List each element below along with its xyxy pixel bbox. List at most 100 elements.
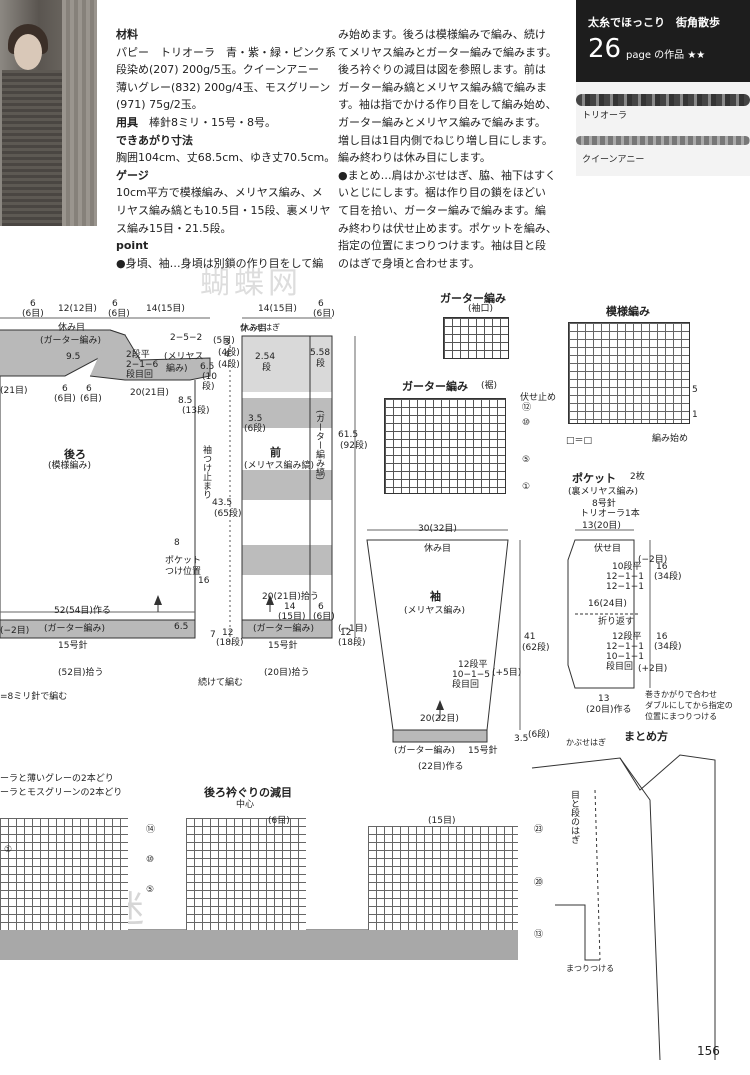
dim-label: (5目)	[213, 336, 235, 346]
dim-label: (4段)	[218, 348, 240, 358]
instruction-line: み始めます。後ろは模様編みで編み、続け	[338, 28, 546, 41]
row-number: ⑬	[534, 930, 544, 940]
pattern-legend: □＝□	[566, 436, 593, 446]
garter-hem-title: ガーター編み	[402, 380, 468, 393]
dec-label: 10段平	[612, 562, 642, 572]
dim-label: (62段)	[522, 643, 550, 653]
note: ダブルにしてから指定の	[645, 701, 733, 710]
materials-line: (971) 75g/2玉。	[116, 98, 203, 112]
dim-label: 12	[340, 628, 352, 638]
dim-label: (4段)	[218, 360, 240, 370]
pattern-title: 模様編み	[606, 305, 650, 318]
instruction-line: み終わりは伏せ止めます。ポケットを編み、	[338, 221, 557, 235]
seam-label: 目と段のはぎ	[569, 790, 579, 844]
decrease-label: 2−5−2	[170, 333, 203, 343]
dim-label: 6	[112, 299, 118, 309]
materials-block: 材料 パピー トリオーラ 青・紫・緑・ピンク系 段染め(207) 200g/5玉…	[116, 26, 336, 272]
dim-label: 6.5	[174, 622, 189, 632]
dim-label: 12(12目)	[58, 304, 97, 314]
dim-label: (−2目)	[0, 626, 30, 636]
inc-label: 2段平	[126, 350, 150, 360]
inc-label: (+5目)	[492, 668, 522, 678]
finish-text: 胸囲104cm、丈68.5cm、ゆき丈70.5cm。	[116, 151, 336, 165]
row-number: ㉓	[534, 825, 544, 835]
yarn-samples: トリオーラ クイーンアニー	[576, 82, 750, 176]
instruction-line: 編み終わりは休み目にします。	[338, 151, 491, 165]
gauge-line: 10cm平方で模様編み、メリヤス編み、メ	[116, 186, 323, 200]
pocket-subtitle: (裏メリヤス編み)	[568, 487, 639, 497]
dim-label: 4	[224, 350, 230, 360]
row-number: 5	[692, 385, 698, 395]
yarn-legend: ーラと薄いグレーの2本どり	[0, 774, 114, 784]
inc-label: 10−1−1	[606, 652, 644, 662]
collar-chart-right	[368, 826, 518, 930]
note: 巻きかがりで合わせ	[645, 690, 717, 699]
dim-label: 6	[62, 384, 68, 394]
row-number: ⑫	[522, 403, 532, 413]
materials-heading: 材料	[116, 28, 138, 41]
instruction-line: ●まとめ…肩はかぶせはぎ、脇、袖下はすく	[338, 168, 557, 182]
garter-stripe-label: (ガーター編み縞)	[314, 410, 324, 481]
dim-label: 13	[598, 694, 610, 704]
needle-label: 15号針	[468, 746, 498, 756]
dim-label: 5.58	[310, 348, 331, 358]
back-subtitle: (模様編み)	[48, 461, 92, 471]
dim-label: (6段)	[528, 730, 550, 740]
row-number: ⑤	[146, 885, 155, 895]
dim-label: 16	[656, 632, 668, 642]
dim-label: 7	[210, 630, 216, 640]
dim-label: 20(21目)	[130, 388, 169, 398]
rest-stitch-label: 休み目	[58, 323, 86, 333]
rest-stitch-label: 休み目	[424, 544, 452, 554]
row-number: ①	[522, 482, 531, 492]
needle-label: 8号針	[592, 499, 616, 509]
dec-label: 12−1−1	[606, 582, 644, 592]
inc-label: 10−1−5	[452, 670, 490, 680]
bind-off-label: 伏せ目	[594, 544, 622, 554]
dim-label: (18段)	[216, 638, 244, 648]
dim-label: (−1目)	[338, 624, 368, 634]
dim-label: 12	[222, 628, 234, 638]
cast-on-label: (22目)作る	[418, 762, 464, 772]
inc-label: 段目回	[452, 680, 480, 690]
sleeve-title: 袖	[430, 590, 441, 603]
garter-sleeve-chart	[443, 317, 509, 359]
stitch-label: (メリヤス	[164, 352, 204, 362]
yarn-sample-queen-annie	[576, 136, 750, 145]
assembly-title: まとめ方	[624, 730, 668, 743]
row-number: ①	[4, 845, 13, 855]
dim-label: (34段)	[654, 572, 682, 582]
dim-label: 13(20目)	[582, 521, 621, 531]
row-number: ⑩	[146, 855, 155, 865]
instruction-line: 後ろ衿ぐりの減目は図を参照します。前は	[338, 63, 546, 77]
pocket-position-label: ポケット	[165, 556, 202, 566]
point-heading: point	[116, 239, 149, 253]
materials-line: 段染め(207) 200g/5玉。クイーンアニー	[116, 63, 319, 77]
dim-label: (6目)	[268, 816, 290, 826]
dim-label: 6	[30, 299, 36, 309]
dim-label: (15目)	[428, 816, 456, 826]
dim-label: (6目)	[54, 394, 76, 404]
inc-label: 12段平	[458, 660, 488, 670]
inc-label: 2−1−6	[126, 360, 159, 370]
dim-label: 9.5	[66, 352, 81, 362]
instruction-line: 増し目は1目内側でねじり増し目にします。	[338, 133, 553, 147]
cast-on-label: (20目)作る	[586, 705, 632, 715]
needle-label: 15号針	[268, 641, 298, 651]
garter-hem-chart	[384, 398, 506, 494]
dim-label: 43.5	[212, 498, 233, 508]
yarn-label: クイーンアニー	[582, 155, 645, 165]
dim-label: (6目)	[313, 612, 335, 622]
center-label: 中心	[236, 800, 255, 810]
needle-legend: =8ミリ針で編む	[0, 692, 68, 702]
dim-label: (6目)	[313, 309, 335, 319]
dim-label: 30(32目)	[418, 524, 457, 534]
dim-label: (13段)	[182, 406, 210, 416]
tools-text: 棒針8ミリ・15号・8号。	[149, 115, 276, 129]
yarn-legend: ーラとモスグリーンの2本どり	[0, 788, 123, 798]
dim-label: 段)	[202, 382, 215, 392]
inc-label: 段目回	[606, 662, 634, 672]
dim-label: (65段)	[214, 509, 242, 519]
sleeve-subtitle: (メリヤス編み)	[404, 606, 466, 616]
